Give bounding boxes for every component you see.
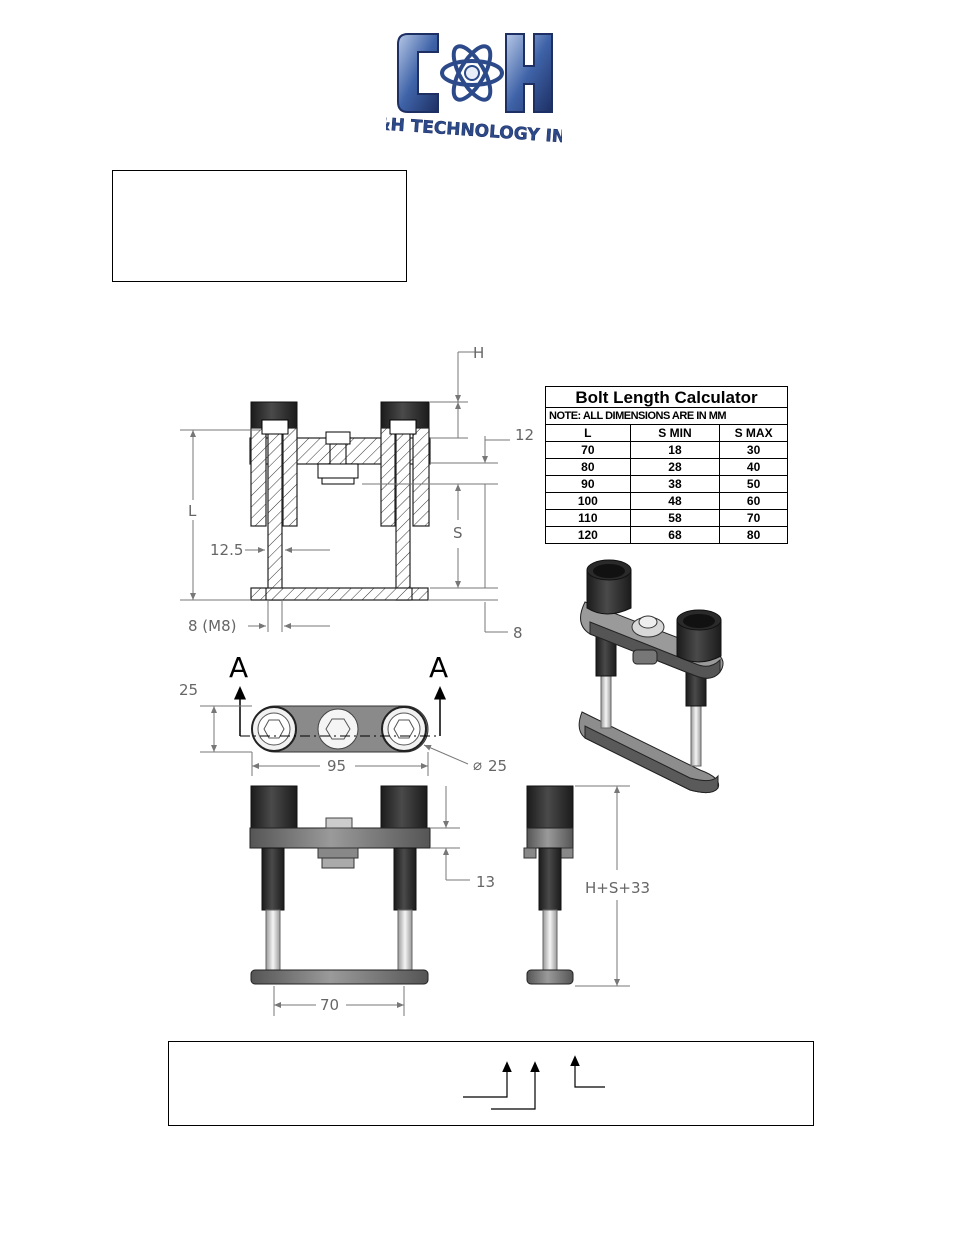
dim-h: H [473, 344, 484, 362]
section-mark-left: A [229, 651, 248, 684]
front-view-dimensions: 13 70 [273, 786, 495, 1016]
part-number-pointers [463, 1055, 605, 1110]
dim-l: L [188, 502, 197, 520]
table-cell: 30 [719, 441, 788, 459]
dim-s: S [453, 524, 463, 542]
front-view [249, 785, 431, 985]
table-cell: 38 [629, 475, 721, 493]
table-cell: 110 [545, 509, 631, 527]
top-view: A A [229, 651, 448, 753]
table-row: 120 68 80 [545, 526, 788, 544]
table-cell: 70 [719, 509, 788, 527]
table-row: 70 18 30 [545, 441, 788, 459]
calculator-note: NOTE: ALL DIMENSIONS ARE IN MM [545, 407, 788, 425]
table-cell: 18 [629, 441, 721, 459]
table-cell: 80 [545, 458, 631, 476]
dim-width: 25 [179, 681, 198, 699]
table-row: 110 58 70 [545, 509, 788, 527]
table-row: 80 28 40 [545, 458, 788, 476]
column-header: S MAX [719, 424, 788, 442]
table-cell: 90 [545, 475, 631, 493]
section-mark-right: A [429, 651, 448, 684]
isometric-view [578, 559, 724, 794]
company-logo: C&H TECHNOLOGY INC. [362, 28, 586, 149]
side-view-dimensions: H+S+33 [575, 785, 650, 987]
table-cell: 50 [719, 475, 788, 493]
table-cell: 120 [545, 526, 631, 544]
dim-pitch: 95 [327, 757, 346, 775]
table-cell: 80 [719, 526, 788, 544]
dim-diameter-symbol: ⌀ [473, 756, 482, 774]
dim-bottom-thickness: 8 [513, 624, 523, 642]
table-cell: 68 [629, 526, 721, 544]
info-box [112, 170, 407, 282]
table-row: 90 38 50 [545, 475, 788, 493]
calculator-title: Bolt Length Calculator [545, 386, 788, 408]
part-number-box [168, 1041, 814, 1126]
table-cell: 28 [629, 458, 721, 476]
section-view [249, 401, 431, 601]
dim-bore: 12.5 [210, 541, 243, 559]
table-cell: 48 [629, 492, 721, 510]
table-cell: 58 [629, 509, 721, 527]
table-cell: 40 [719, 458, 788, 476]
column-header: L [545, 424, 631, 442]
dim-bolt: 8 (M8) [188, 617, 237, 635]
dim-overall: H+S+33 [585, 879, 650, 897]
top-view-dimensions: 25 95 ⌀ 25 [179, 681, 507, 776]
table-cell: 70 [545, 441, 631, 459]
bolt-length-calculator: Bolt Length Calculator NOTE: ALL DIMENSI… [545, 386, 788, 544]
side-view [523, 785, 574, 985]
dim-spacing: 70 [320, 996, 339, 1014]
dim-top-thickness: 12 [515, 426, 534, 444]
table-cell: 60 [719, 492, 788, 510]
column-header: S MIN [629, 424, 721, 442]
table-row: 100 48 60 [545, 492, 788, 510]
dim-gap: 13 [476, 873, 495, 891]
dim-diameter: 25 [488, 757, 507, 775]
table-cell: 100 [545, 492, 631, 510]
section-dimensions: H 12 S L 12.5 8 (M8) 8 [180, 344, 534, 642]
